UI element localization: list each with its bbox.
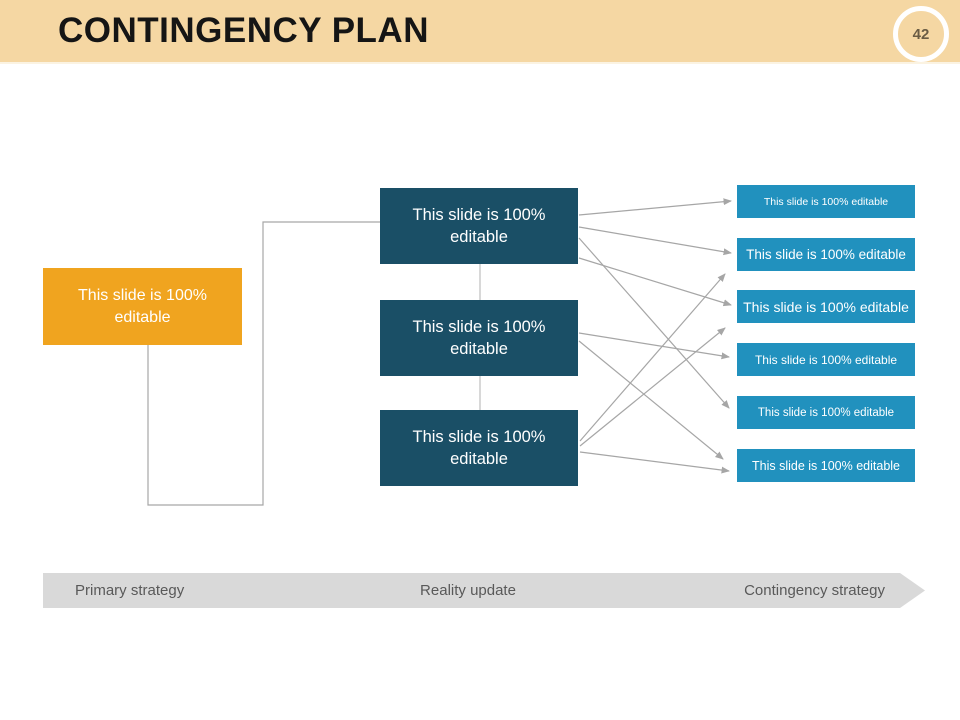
page-number-badge: 42 — [893, 6, 949, 62]
right-box-4[interactable]: This slide is 100% editable — [737, 343, 915, 376]
arrow-m1-r5 — [578, 237, 730, 409]
arrow-m3-r3 — [579, 327, 726, 447]
right-box-1[interactable]: This slide is 100% editable — [737, 185, 915, 218]
arrow-m3-r2 — [579, 273, 726, 442]
header-band: CONTINGENCY PLAN 42 — [0, 0, 960, 64]
primary-strategy-box-label: This slide is 100% editable — [78, 286, 207, 326]
middle-box-1-label: This slide is 100% editable — [412, 205, 546, 246]
step-primary-strategy[interactable]: Primary strategy — [75, 582, 185, 599]
middle-box-2[interactable]: This slide is 100% editable — [380, 300, 578, 376]
connector-left-elbow — [147, 221, 380, 506]
right-box-6[interactable]: This slide is 100% editable — [737, 449, 915, 482]
middle-box-2-label: This slide is 100% editable — [412, 317, 546, 358]
arrow-m1-r3 — [578, 257, 732, 307]
right-box-2[interactable]: This slide is 100% editable — [737, 238, 915, 271]
right-box-3[interactable]: This slide is 100% editable — [737, 290, 915, 323]
right-box-2-label: This slide is 100% editable — [746, 247, 906, 262]
right-box-3-label: This slide is 100% editable — [743, 298, 909, 315]
right-box-5-label: This slide is 100% editable — [757, 406, 895, 419]
right-box-1-label: This slide is 100% editable — [763, 195, 889, 208]
step-contingency-strategy[interactable]: Contingency strategy — [744, 582, 885, 599]
primary-strategy-box[interactable]: This slide is 100% editable — [43, 268, 242, 345]
arrow-m3-r6 — [579, 451, 730, 474]
slide-title[interactable]: CONTINGENCY PLAN — [58, 11, 429, 50]
right-box-4-label: This slide is 100% editable — [754, 352, 898, 367]
process-arrow-bar: Primary strategy Reality update Continge… — [43, 573, 925, 608]
right-box-6-label: This slide is 100% editable — [752, 458, 900, 473]
arrow-m1-r1 — [578, 198, 732, 216]
middle-box-1[interactable]: This slide is 100% editable — [380, 188, 578, 264]
right-box-5[interactable]: This slide is 100% editable — [737, 396, 915, 429]
step-reality-update[interactable]: Reality update — [420, 582, 516, 599]
arrow-m2-r6 — [578, 340, 724, 460]
middle-box-3-label: This slide is 100% editable — [412, 427, 546, 468]
middle-box-3[interactable]: This slide is 100% editable — [380, 410, 578, 486]
arrow-m1-r2 — [578, 226, 732, 256]
page-number: 42 — [912, 25, 930, 43]
arrow-m2-r4 — [578, 332, 730, 360]
